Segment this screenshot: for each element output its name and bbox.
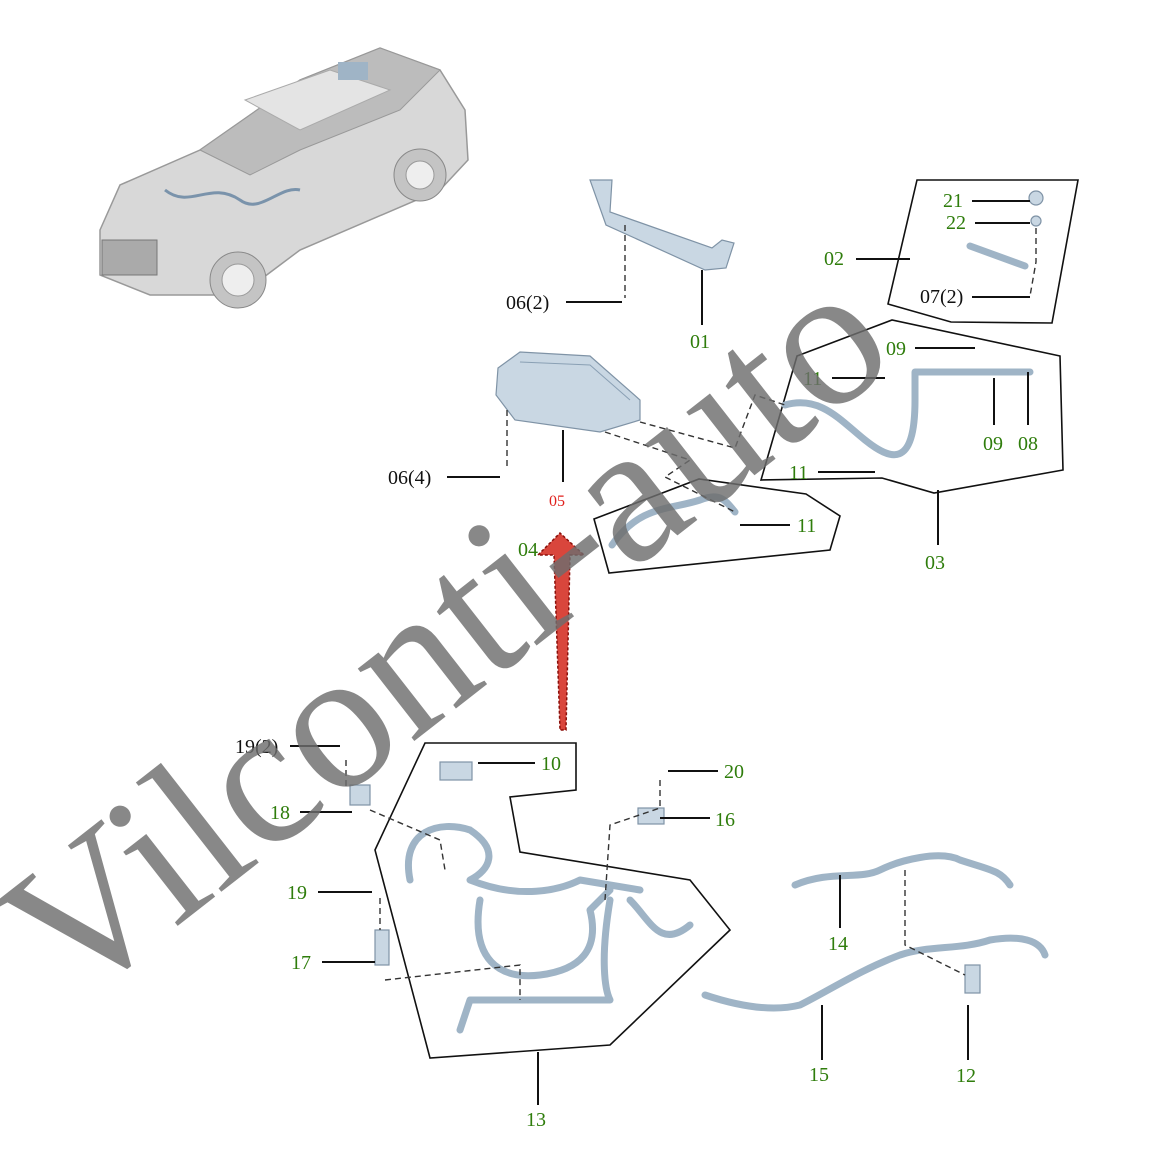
- label-22: 22: [946, 212, 966, 234]
- label-11-low: 11: [797, 515, 816, 537]
- label-06-2: 06(2): [506, 292, 549, 314]
- label-16: 16: [715, 809, 735, 831]
- canister-05: [495, 351, 641, 433]
- label-17: 17: [291, 952, 311, 974]
- group-02-outline: [887, 179, 1079, 324]
- label-13: 13: [526, 1109, 546, 1131]
- label-09-top: 09: [886, 338, 906, 360]
- label-09-bottom: 09: [983, 433, 1003, 455]
- leader-lines: [290, 200, 1030, 1105]
- label-08: 08: [1018, 433, 1038, 455]
- label-10: 10: [541, 753, 561, 775]
- label-19-2: 19(2): [235, 736, 278, 758]
- label-15: 15: [809, 1064, 829, 1086]
- label-11-top: 11: [803, 368, 822, 390]
- label-07: 07(2): [920, 286, 963, 308]
- pipes: [349, 190, 1049, 1034]
- label-12: 12: [956, 1065, 976, 1087]
- label-06-4: 06(4): [388, 467, 431, 489]
- red-arrow-icon: [536, 531, 586, 731]
- label-21: 21: [943, 190, 963, 212]
- label-11-mid: 11: [789, 462, 808, 484]
- label-03: 03: [925, 552, 945, 574]
- group-13-outline: [374, 742, 732, 1059]
- watermark: Vilconti-auto: [0, 221, 928, 1044]
- bracket-01: [589, 179, 735, 271]
- group-04-outline: [593, 478, 841, 574]
- label-20: 20: [724, 761, 744, 783]
- label-18: 18: [270, 802, 290, 824]
- label-19: 19: [287, 882, 307, 904]
- label-04: 04: [518, 539, 538, 561]
- car-illustration: [99, 47, 469, 309]
- label-14: 14: [828, 933, 848, 955]
- label-05: 05: [549, 493, 565, 510]
- label-02: 02: [824, 248, 844, 270]
- label-01: 01: [690, 331, 710, 353]
- group-03-outline: [759, 319, 1064, 494]
